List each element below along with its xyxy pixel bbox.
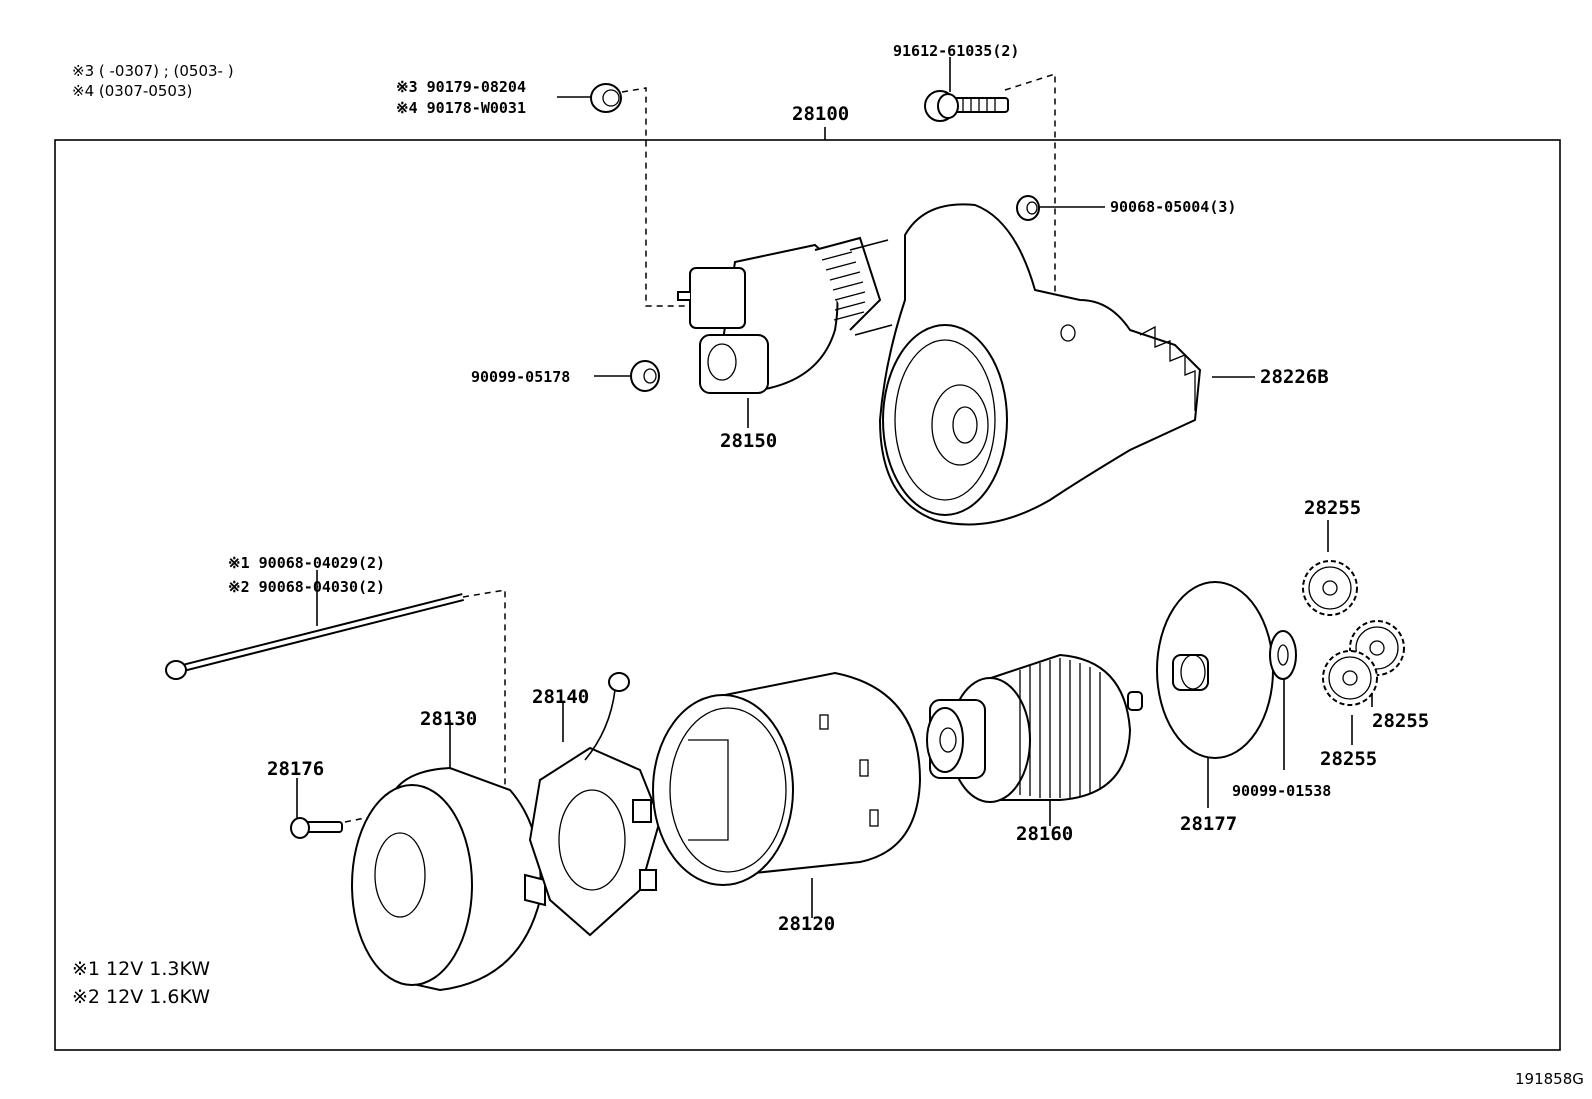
label-90068-05004[interactable]: 90068-05004(3) xyxy=(1110,198,1237,216)
label-28177[interactable]: 28177 xyxy=(1180,813,1238,835)
end-frame-28130-icon xyxy=(351,766,546,992)
brush-holder-28140-icon xyxy=(528,672,662,937)
label-28100[interactable]: 28100 xyxy=(792,103,850,125)
assembly-frame xyxy=(54,139,1561,1051)
label-28255-top[interactable]: 28255 xyxy=(1304,497,1362,519)
spec-note-2: ※2 12V 1.6KW xyxy=(72,986,211,1008)
nut-90099-05178-icon xyxy=(630,360,660,392)
label-28255-bottom[interactable]: 28255 xyxy=(1320,748,1378,770)
illustration-id: 191858G xyxy=(1515,1070,1584,1088)
label-91612[interactable]: 91612-61035(2) xyxy=(893,42,1020,60)
label-28176[interactable]: 28176 xyxy=(267,758,325,780)
drive-housing-28226b-icon xyxy=(878,203,1202,526)
note-ref4: ※4 (0307-0503) xyxy=(72,82,193,100)
nut-90179-icon xyxy=(590,83,622,113)
label-28160[interactable]: 28160 xyxy=(1016,823,1074,845)
label-28140[interactable]: 28140 xyxy=(532,686,590,708)
planetary-gear-top-icon xyxy=(1302,560,1358,616)
label-90068-04029[interactable]: ※1 90068-04029(2) xyxy=(228,554,386,572)
yoke-28120-icon xyxy=(652,671,922,886)
armature-28160-icon xyxy=(926,653,1143,803)
label-28226b[interactable]: 28226B xyxy=(1260,366,1329,388)
solenoid-28150-icon xyxy=(677,236,893,394)
through-bolt-icon xyxy=(165,593,464,680)
label-90099-05178[interactable]: 90099-05178 xyxy=(471,368,571,386)
spec-note-1: ※1 12V 1.3KW xyxy=(72,958,211,980)
washer-90099-01538-icon xyxy=(1269,630,1297,680)
nut-90068-05004-icon xyxy=(1016,195,1040,221)
note-ref3: ※3 ( -0307) ; (0503- ) xyxy=(72,62,234,80)
planetary-gear-bottom-icon xyxy=(1322,650,1378,706)
label-28130[interactable]: 28130 xyxy=(420,708,478,730)
label-28255-right[interactable]: 28255 xyxy=(1372,710,1430,732)
screw-28176-icon xyxy=(290,817,343,839)
label-28120[interactable]: 28120 xyxy=(778,913,836,935)
label-90179[interactable]: ※3 90179-08204 xyxy=(396,78,526,96)
label-90178[interactable]: ※4 90178-W0031 xyxy=(396,99,526,117)
plate-28177-icon xyxy=(1156,581,1274,759)
bolt-91612-icon xyxy=(924,90,1009,122)
label-90099-01538[interactable]: 90099-01538 xyxy=(1232,782,1332,800)
label-28150[interactable]: 28150 xyxy=(720,430,778,452)
label-90068-04030[interactable]: ※2 90068-04030(2) xyxy=(228,578,386,596)
